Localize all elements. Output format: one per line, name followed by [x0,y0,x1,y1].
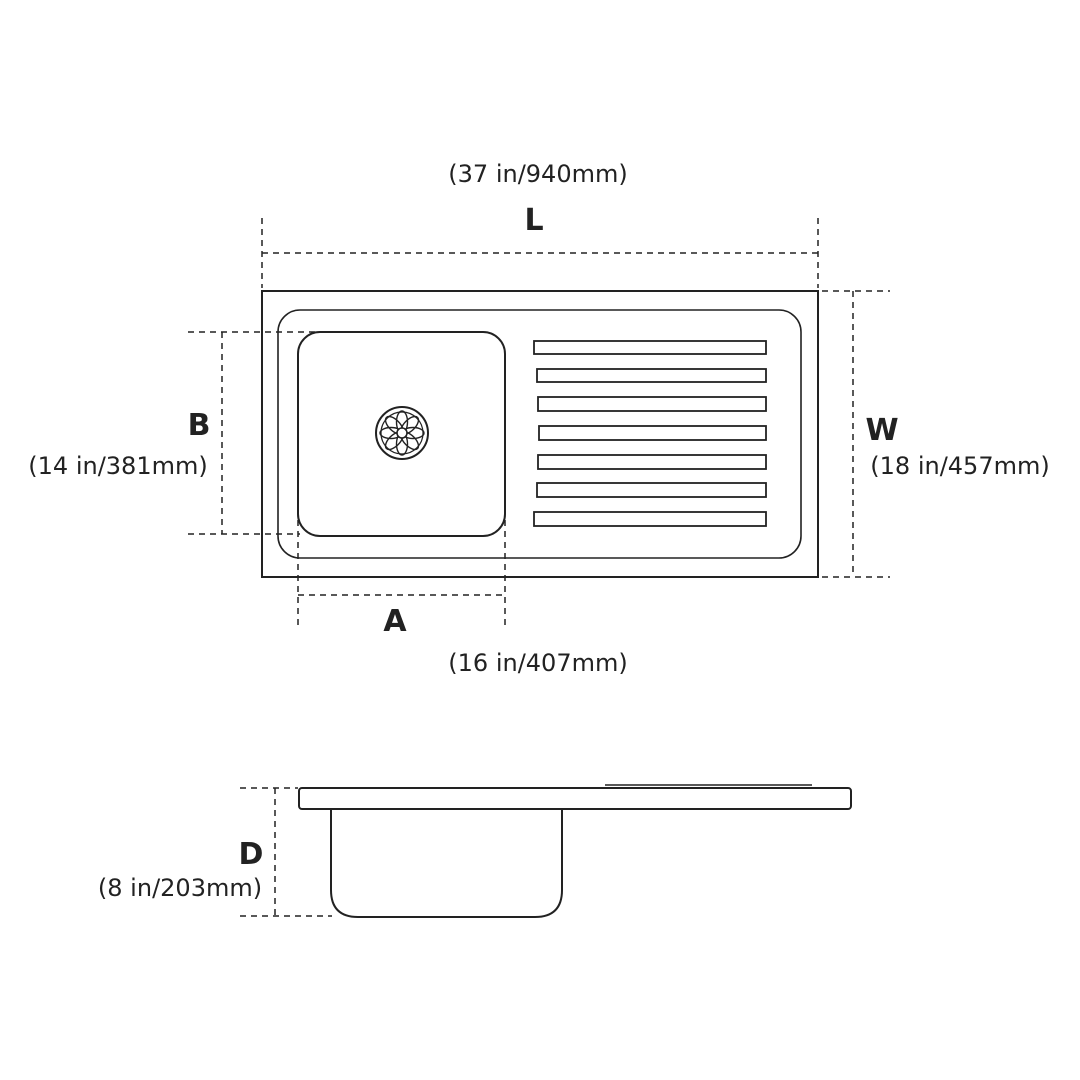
sink-outer-rim [261,290,819,578]
drainboard-rib [537,454,767,470]
bowl-a-letter: A [383,604,407,639]
side-view: D (8 in/203mm) [98,784,852,918]
depth-letter: D [239,837,264,872]
drain-strainer-icon [375,406,429,460]
sink-side-rim [298,787,852,810]
drainboard-rib [536,482,767,498]
bowl-b-dimension: B (14 in/381mm) [28,331,318,535]
width-value: (18 in/457mm) [870,452,1049,480]
length-letter: L [524,203,543,238]
sink-side-bowl [330,809,563,918]
length-dimension: (37 in/940mm) L [261,160,819,288]
width-letter: W [865,413,898,448]
bowl-a-value: (16 in/407mm) [448,649,627,677]
drainboard-rib [533,340,767,355]
depth-dimension: D (8 in/203mm) [98,787,332,917]
sink-bowl [297,331,506,537]
width-dimension: W (18 in/457mm) [822,290,1050,578]
drainboard-rib [537,396,767,412]
length-value: (37 in/940mm) [448,160,627,188]
sink-inner-tray [277,309,802,559]
bowl-b-letter: B [188,408,211,443]
bowl-b-value: (14 in/381mm) [28,452,207,480]
depth-value: (8 in/203mm) [98,874,262,902]
drainboard-rib [533,511,767,527]
drainboard-ribs [533,340,767,527]
bowl-a-dimension: A (16 in/407mm) [297,520,628,677]
drainboard-rib [536,368,767,383]
top-view: (37 in/940mm) L [28,160,1049,677]
drainboard-rib [538,425,767,441]
